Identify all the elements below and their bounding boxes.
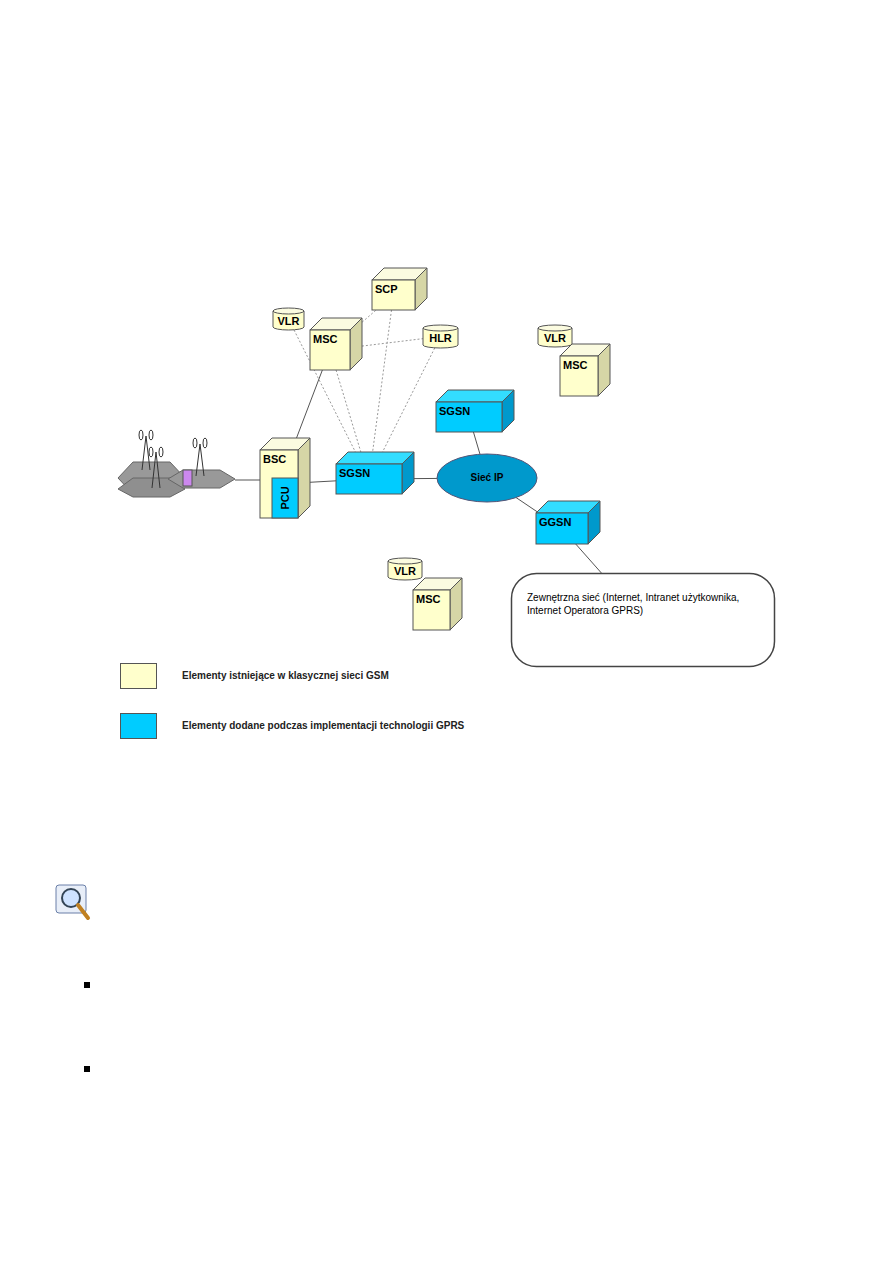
cyl-node: VLR — [538, 325, 572, 347]
air-link — [235, 480, 260, 481]
legend-swatch — [120, 713, 157, 739]
magnifier-icon — [56, 885, 88, 918]
signalling-link — [377, 348, 435, 464]
cube-node: MSC — [310, 330, 350, 370]
bullet — [84, 1066, 90, 1072]
cyl-node: VLR — [388, 558, 422, 580]
legend-text: Elementy dodane podczas implementacji te… — [182, 720, 464, 731]
signalling-link — [336, 370, 364, 464]
cyl-node: VLR — [273, 308, 304, 330]
data-link — [576, 544, 602, 573]
node-label: MSC — [413, 590, 450, 605]
node-label: SGSN — [436, 402, 502, 417]
data-link — [516, 498, 539, 513]
cube-node: SCP — [372, 280, 415, 310]
pcu-node: PCU — [272, 478, 298, 518]
round-outline — [511, 573, 775, 667]
cell — [168, 470, 235, 488]
cube-node: SGSN — [336, 464, 402, 494]
node-label: SCP — [372, 280, 415, 295]
node-label: BSC — [260, 450, 298, 465]
antenna-towers — [139, 430, 207, 488]
legend-swatch — [120, 663, 157, 689]
node-label: VLR — [388, 558, 422, 577]
legend-text: Elementy istniejące w klasycznej sieci G… — [182, 670, 389, 681]
signalling-link — [371, 310, 392, 464]
ellipse-node: Sieć IP — [437, 454, 537, 502]
node-label: VLR — [273, 308, 304, 327]
data-link — [473, 432, 480, 454]
cube-node: MSC — [560, 356, 598, 396]
mobile-station — [183, 470, 192, 486]
cube-node: GGSN — [536, 513, 588, 544]
node-label: MSC — [560, 356, 598, 371]
node-label: HLR — [423, 325, 458, 344]
node-label: MSC — [310, 330, 350, 345]
node-label: VLR — [538, 325, 572, 344]
node-label: PCU — [279, 486, 291, 509]
bullet — [84, 982, 90, 988]
cyl-node: HLR — [423, 325, 458, 348]
cube-node: MSC — [413, 590, 450, 630]
node-label: Zewnętrzna sieć (Internet, Intranet użyt… — [511, 573, 775, 617]
cube-node: BSC PCU — [260, 450, 298, 518]
node-label: GGSN — [536, 513, 588, 528]
node-label: SGSN — [336, 464, 402, 479]
node-label: Sieć IP — [437, 454, 537, 502]
round-node: Zewnętrzna sieć (Internet, Intranet użyt… — [511, 573, 775, 667]
cube-node: SGSN — [436, 402, 502, 432]
